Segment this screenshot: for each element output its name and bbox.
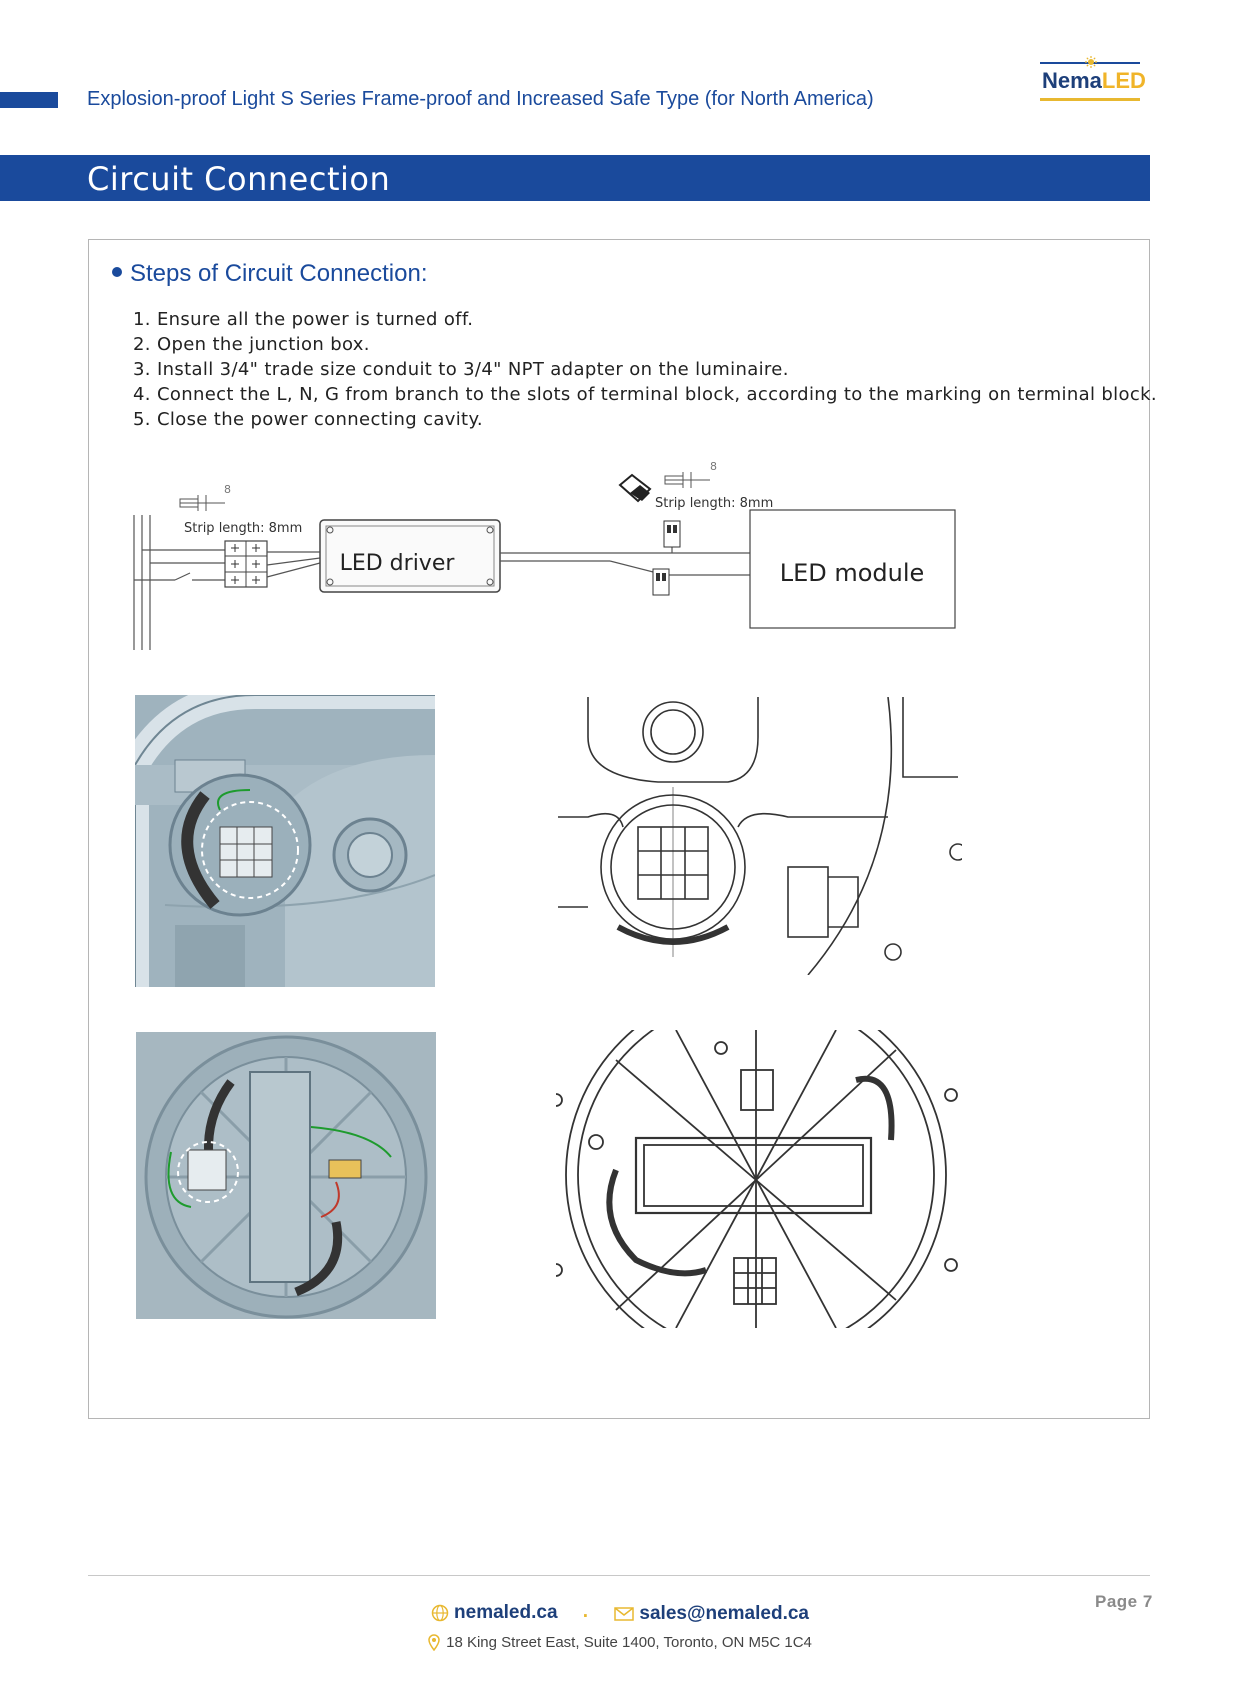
strip-dimension-left-value: 8 — [224, 483, 231, 496]
header-subtitle: Explosion-proof Light S Series Frame-pro… — [87, 88, 874, 110]
step-item: 1. Ensure all the power is turned off. — [133, 309, 474, 330]
logo-text-led: LED — [1101, 68, 1146, 93]
email-link[interactable]: sales@nemaled.ca — [614, 1603, 809, 1625]
junction-box-photo — [135, 695, 435, 987]
section-title: Circuit Connection — [87, 160, 391, 198]
step-item: 3. Install 3/4" trade size conduit to 3/… — [133, 359, 789, 380]
luminaire-interior-drawing — [556, 1030, 962, 1328]
step-item: 5. Close the power connecting cavity. — [133, 409, 483, 430]
steps-heading: Steps of Circuit Connection: — [112, 260, 427, 288]
sun-icon — [1085, 56, 1097, 68]
steps-heading-text: Steps of Circuit Connection: — [130, 260, 428, 287]
strip-dimension-right — [664, 472, 710, 488]
address-text: 18 King Street East, Suite 1400, Toronto… — [446, 1634, 812, 1651]
led-driver — [319, 519, 501, 593]
led-driver-label: LED driver — [340, 551, 456, 576]
junction-box-drawing — [558, 697, 962, 975]
wires-to-module — [500, 525, 750, 576]
wire-stripper-icon — [618, 473, 652, 503]
luminaire-interior-photo — [136, 1032, 436, 1319]
website-text: nemaled.ca — [454, 1602, 558, 1623]
step-item: 2. Open the junction box. — [133, 334, 370, 355]
led-module — [749, 509, 956, 629]
location-pin-icon — [428, 1634, 440, 1651]
website-link[interactable]: nemaled.ca — [431, 1602, 558, 1624]
footer-contacts: nemaled.ca · sales@nemaled.ca — [0, 1602, 1240, 1628]
logo-rule-bottom — [1040, 98, 1140, 101]
logo-text-nema: Nema — [1042, 68, 1102, 93]
page-number: Page 7 — [1095, 1592, 1153, 1611]
content-frame — [88, 239, 1150, 1419]
globe-icon — [431, 1604, 449, 1622]
section-band — [0, 155, 1150, 201]
strip-dimension-left — [179, 495, 225, 511]
bullet-icon — [112, 267, 122, 277]
strip-label-right: Strip length: 8mm — [655, 496, 773, 511]
header-accent-bar — [0, 92, 58, 108]
footer-separator: · — [582, 1606, 590, 1627]
wires-to-driver — [266, 551, 321, 578]
brand-logo: NemaLED — [1040, 56, 1146, 104]
connector-bottom — [652, 568, 670, 596]
email-text: sales@nemaled.ca — [639, 1603, 809, 1624]
address-item: 18 King Street East, Suite 1400, Toronto… — [428, 1634, 812, 1651]
led-module-label: LED module — [780, 559, 925, 587]
terminal-block-left — [224, 540, 268, 588]
step-item: 4. Connect the L, N, G from branch to th… — [133, 384, 1157, 405]
mail-icon — [614, 1607, 635, 1621]
strip-label-left: Strip length: 8mm — [184, 521, 302, 536]
logo-wordmark: NemaLED — [1042, 67, 1146, 95]
supply-lines — [133, 515, 225, 650]
footer-address: 18 King Street East, Suite 1400, Toronto… — [0, 1634, 1240, 1655]
footer-rule — [88, 1575, 1150, 1576]
wiring-diagram: 8 Strip length: 8mm LED driver — [133, 460, 956, 650]
connector-top — [663, 520, 681, 548]
steps-list: 1. Ensure all the power is turned off. 2… — [133, 307, 1157, 432]
strip-dimension-right-value: 8 — [710, 460, 717, 473]
